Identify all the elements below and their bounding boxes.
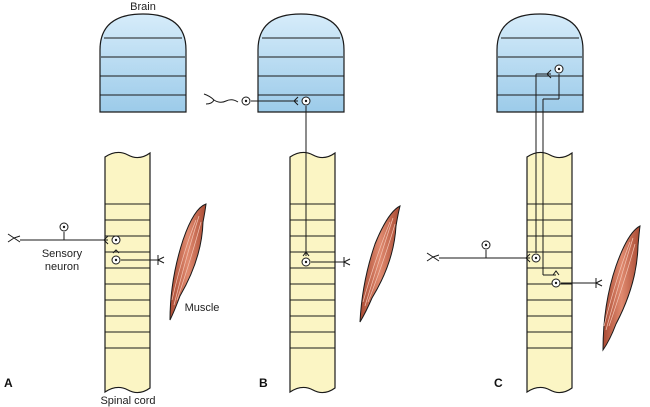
motor-neuron-a <box>112 249 165 265</box>
muscle-label: Muscle <box>185 302 220 314</box>
motor-cell-body-a <box>111 255 121 265</box>
brain-a <box>99 13 187 113</box>
ascending-tract-c <box>535 69 552 253</box>
sensory-neuron-b <box>203 93 299 106</box>
brain-b <box>257 13 345 113</box>
sensory-neuron-a <box>7 232 109 245</box>
descending-pathway-b <box>302 106 351 267</box>
sensory-neuron-c <box>426 250 531 263</box>
muscle-b <box>359 205 401 323</box>
panel-c: C <box>426 13 641 394</box>
interneuron-a <box>111 235 121 245</box>
spinal-cord-a <box>104 151 151 394</box>
brain-c <box>496 13 584 113</box>
sensory-neuron-label-line2: neuron <box>45 261 79 273</box>
descending-tract-c <box>542 74 603 288</box>
motor-cell-body-b <box>301 257 311 267</box>
muscle-a <box>169 203 207 321</box>
spinal-cord-c <box>526 151 573 394</box>
muscle-c <box>602 225 641 352</box>
brain-neuron-b <box>301 96 311 106</box>
sensory-cell-body-c <box>481 240 491 250</box>
brain-neuron-c <box>554 64 564 74</box>
sensory-cell-body-b <box>241 96 251 106</box>
panel-label-c: C <box>494 376 503 390</box>
ascending-cell-body-c <box>531 253 541 263</box>
panel-label-b: B <box>259 376 268 390</box>
spinal-cord-b <box>289 151 336 394</box>
panel-b: B <box>203 13 401 394</box>
panel-a: A <box>4 13 207 394</box>
sensory-cell-body-a <box>59 222 69 232</box>
brain-label: Brain <box>130 1 156 13</box>
spinal-cord-label: Spinal cord <box>100 395 155 407</box>
motor-cell-body-c <box>551 278 561 288</box>
sensory-neuron-label-line1: Sensory <box>42 248 83 260</box>
panel-label-a: A <box>4 376 13 390</box>
